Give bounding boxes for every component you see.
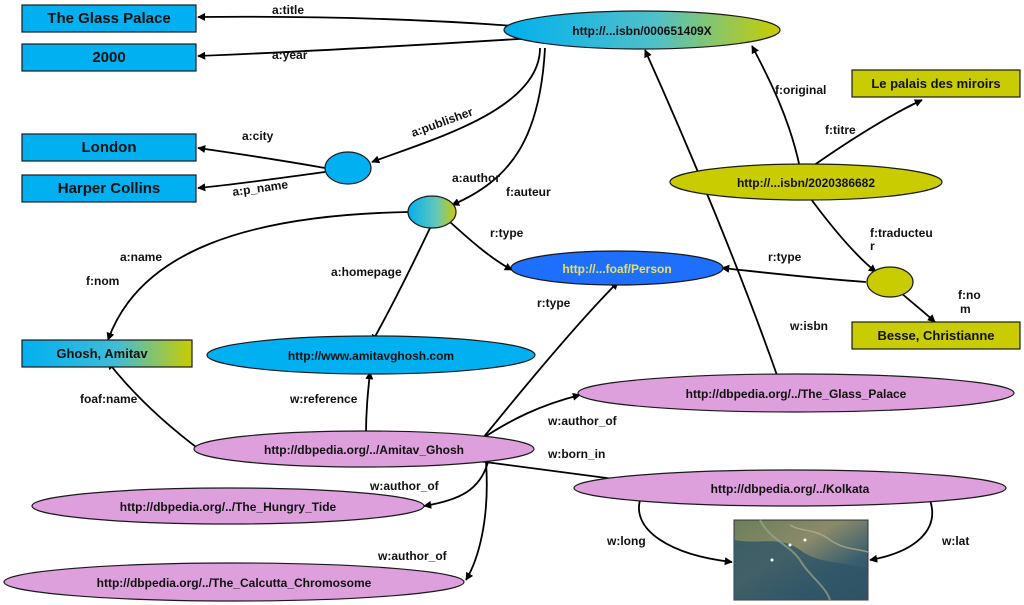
svg-text:http://www.amitavghosh.com: http://www.amitavghosh.com (288, 349, 454, 363)
label-a-city: a:city (242, 129, 274, 143)
node-besse: Besse, Christianne (851, 321, 1021, 350)
label-w-author-of-ht: w:author_of (369, 479, 440, 493)
label-a-year: a:year (272, 48, 308, 62)
svg-text:http://...foaf/Person: http://...foaf/Person (562, 262, 671, 276)
edge-a-publisher (371, 47, 541, 164)
label-a-author: a:author (452, 171, 500, 185)
label-a-p-name: a:p_name (231, 177, 289, 199)
svg-text:The Glass Palace: The Glass Palace (47, 10, 170, 27)
node-london: London (21, 133, 197, 162)
label-w-isbn: w:isbn (789, 319, 828, 333)
label-a-name: a:name (120, 250, 162, 264)
label-f-nom-author: f:nom (86, 274, 119, 288)
satellite-map-image (733, 519, 869, 601)
label-f-traducteur-2: r (870, 239, 875, 253)
edge-w-reference (365, 371, 374, 435)
edge-foaf-name (107, 361, 201, 451)
edge-w-author-of-cc (465, 461, 488, 581)
label-w-long: w:long (606, 534, 646, 548)
node-year-2000: 2000 (21, 43, 197, 72)
edge-a-city (197, 145, 326, 169)
edge-w-isbn (644, 49, 779, 379)
edges (106, 12, 936, 581)
label-w-born-in: w:born_in (547, 447, 605, 461)
svg-text:Le palais des miroirs: Le palais des miroirs (871, 76, 1000, 91)
edge-a-name (106, 211, 409, 341)
edge-a-p-name (197, 171, 326, 192)
edge-f-original (751, 45, 801, 169)
svg-text:Ghosh, Amitav: Ghosh, Amitav (56, 346, 148, 361)
label-w-reference: w:reference (289, 392, 358, 406)
node-author-blank (407, 195, 457, 229)
node-foaf-person: http://...foaf/Person (510, 250, 724, 286)
svg-text:Besse, Christianne: Besse, Christianne (877, 328, 994, 343)
svg-text:http://dbpedia.org/../Kolkata: http://dbpedia.org/../Kolkata (711, 482, 870, 496)
node-isbn-fr: http://...isbn/2020386682 (669, 163, 943, 201)
node-dbp-hungry-tide: http://dbpedia.org/../The_Hungry_Tide (31, 487, 425, 525)
label-r-type-dbp: r:type (537, 296, 571, 310)
edge-w-author-of-ht (423, 461, 489, 509)
edge-a-homepage (371, 227, 431, 343)
edge-r-type-author (449, 221, 513, 271)
edge-f-traducteur (807, 194, 877, 273)
label-f-titre: f:titre (825, 123, 856, 137)
node-dbp-amitav: http://dbpedia.org/../Amitav_Ghosh (193, 430, 535, 468)
edge-a-author (451, 47, 546, 206)
node-homepage: http://www.amitavghosh.com (206, 335, 536, 375)
node-isbn-en: http://...isbn/000651409X (503, 10, 781, 50)
svg-text:http://...isbn/2020386682: http://...isbn/2020386682 (737, 176, 875, 190)
label-f-nom-trad-1: f:no (958, 288, 981, 302)
edge-a-title (197, 12, 541, 29)
svg-text:Harper Collins: Harper Collins (58, 180, 161, 197)
node-publisher-blank (324, 151, 372, 185)
node-le-palais: Le palais des miroirs (851, 69, 1021, 98)
label-f-auteur: f:auteur (506, 185, 551, 199)
node-ghosh-amitav: Ghosh, Amitav (21, 339, 193, 368)
svg-text:http://dbpedia.org/../The_Hung: http://dbpedia.org/../The_Hungry_Tide (120, 500, 337, 514)
label-a-publisher: a:publisher (409, 104, 475, 139)
svg-text:http://...isbn/000651409X: http://...isbn/000651409X (572, 24, 711, 38)
svg-text:London: London (82, 139, 137, 156)
node-harper-collins: Harper Collins (21, 174, 197, 203)
svg-text:http://dbpedia.org/../The_Glas: http://dbpedia.org/../The_Glass_Palace (686, 387, 907, 401)
label-a-title: a:title (272, 3, 304, 17)
label-f-nom-trad-2: m (960, 302, 971, 316)
label-f-original: f:original (775, 83, 826, 97)
svg-text:http://dbpedia.org/../The_Calc: http://dbpedia.org/../The_Calcutta_Chrom… (97, 576, 372, 590)
node-dbp-kolkata: http://dbpedia.org/../Kolkata (573, 469, 1007, 507)
edge-w-author-of-gp (479, 392, 581, 441)
label-w-author-of-gp: w:author_of (547, 414, 618, 428)
node-dbp-calcutta: http://dbpedia.org/../The_Calcutta_Chrom… (3, 562, 465, 602)
edge-w-lat (869, 499, 933, 563)
edge-r-type-dbp (482, 281, 619, 439)
label-a-homepage: a:homepage (331, 265, 402, 279)
label-foaf-name: foaf:name (80, 392, 138, 406)
edge-r-type-trad (721, 264, 867, 283)
edge-f-titre (809, 99, 923, 169)
node-translator-blank (866, 266, 914, 298)
label-r-type-trad: r:type (768, 250, 802, 264)
svg-text:http://dbpedia.org/../Amitav_G: http://dbpedia.org/../Amitav_Ghosh (264, 443, 464, 457)
label-r-type-author: r:type (490, 226, 524, 240)
edge-a-year (197, 37, 536, 60)
svg-text:2000: 2000 (92, 49, 125, 66)
label-f-traducteur-1: f:traducteu (870, 226, 933, 240)
node-glass-palace-title: The Glass Palace (21, 4, 197, 33)
label-w-lat: w:lat (941, 534, 969, 548)
label-w-author-of-cc: w:author_of (377, 549, 448, 563)
node-dbp-glass-palace: http://dbpedia.org/../The_Glass_Palace (577, 373, 1015, 413)
edge-f-nom-trad (899, 291, 936, 323)
edge-w-long (638, 499, 733, 566)
